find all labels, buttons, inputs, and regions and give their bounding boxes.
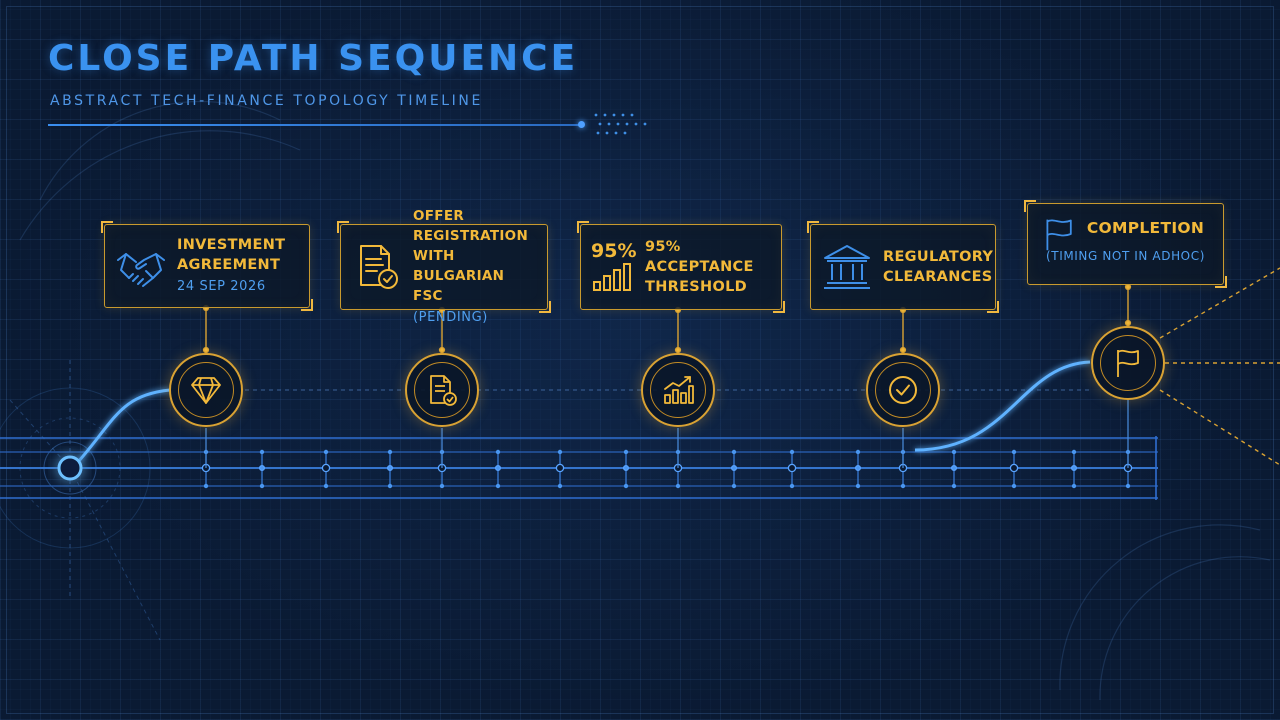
rail-dot xyxy=(387,483,393,489)
origin-node xyxy=(57,455,83,481)
flag-icon xyxy=(1117,349,1139,377)
rail-junction xyxy=(386,464,394,472)
rail-dot xyxy=(259,449,265,455)
rail-dot xyxy=(1071,483,1077,489)
rail-dot xyxy=(623,449,629,455)
milestone-node-1[interactable] xyxy=(169,353,243,427)
rail-junction xyxy=(950,464,958,472)
rail-dot xyxy=(1011,483,1017,489)
milestone-card-completion[interactable]: COMPLETION (TIMING NOT IN ADHOC) xyxy=(1024,200,1227,288)
milestone-node-4[interactable] xyxy=(866,353,940,427)
rail-dot xyxy=(495,449,501,455)
milestone-title-line: THRESHOLD xyxy=(645,279,747,295)
milestone-card-regulatory-clearances[interactable]: REGULATORY CLEARANCES xyxy=(807,221,999,313)
milestone-node-2[interactable] xyxy=(405,353,479,427)
rail-junction xyxy=(494,464,502,472)
title-underline-dot xyxy=(578,121,585,128)
rail-dot xyxy=(789,449,795,455)
rail-dot xyxy=(557,449,563,455)
milestone-card-offer-registration[interactable]: OFFER REGISTRATION WITH BULGARIAN FSC (P… xyxy=(337,208,551,325)
rail-dot xyxy=(900,483,906,489)
rail-dot xyxy=(203,483,209,489)
milestone-title-line: INVESTMENT xyxy=(177,237,286,253)
milestone-title-line: 95% ACCEPTANCE xyxy=(645,239,754,275)
rail-junction xyxy=(1009,463,1019,473)
rail-dot xyxy=(439,483,445,489)
diamond-icon xyxy=(191,377,221,404)
milestone-title-line: OFFER REGISTRATION xyxy=(413,208,529,244)
bar-chart-icon: 95% xyxy=(591,240,637,294)
page-subtitle: ABSTRACT TECH-FINANCE TOPOLOGY TIMELINE xyxy=(50,93,483,109)
decorative-arcs xyxy=(19,100,1271,701)
card-connectors xyxy=(202,283,1132,354)
document-check-icon xyxy=(360,245,398,289)
growth-chart-icon xyxy=(664,376,694,404)
rail-dot xyxy=(1071,449,1077,455)
rail-dot xyxy=(951,449,957,455)
completion-rays xyxy=(1159,267,1280,466)
rail-ticks xyxy=(201,449,1133,489)
bank-icon xyxy=(824,245,870,289)
rail-dot xyxy=(675,483,681,489)
rail-dot xyxy=(731,483,737,489)
rail-dot xyxy=(951,483,957,489)
check-circle-icon xyxy=(889,376,917,404)
rail-dot xyxy=(323,483,329,489)
page-title: CLOSE PATH SEQUENCE xyxy=(48,38,579,79)
milestone-card-acceptance-threshold[interactable]: 95% 95% ACCEPTANCE THRESHOLD xyxy=(577,221,785,313)
rail-junction xyxy=(321,463,331,473)
rail-junction xyxy=(622,464,630,472)
milestone-node-5[interactable] xyxy=(1091,326,1165,400)
rail-dot xyxy=(557,483,563,489)
rail-junction xyxy=(555,463,565,473)
rail-dot xyxy=(855,449,861,455)
title-dot-cluster xyxy=(594,113,647,135)
rail-junction xyxy=(730,464,738,472)
flow-curve-end xyxy=(914,360,1091,452)
milestone-card-investment-agreement[interactable]: INVESTMENT AGREEMENT 24 SEP 2026 xyxy=(101,221,313,311)
rail-dot xyxy=(623,483,629,489)
rail-dot xyxy=(259,483,265,489)
rail-dot xyxy=(1011,449,1017,455)
milestone-title-line: WITH BULGARIAN FSC xyxy=(413,248,505,304)
milestone-title-line: COMPLETION xyxy=(1086,219,1205,237)
rail-dot xyxy=(387,449,393,455)
rail-junction xyxy=(787,463,797,473)
rail-junction xyxy=(854,464,862,472)
milestone-timing-note: (TIMING NOT IN ADHOC) xyxy=(1045,249,1205,263)
title-underline xyxy=(48,124,582,126)
rail-dot xyxy=(1125,483,1131,489)
flow-curve-start xyxy=(76,388,171,463)
timeline-rails xyxy=(0,389,1158,500)
milestone-node-3[interactable] xyxy=(641,353,715,427)
milestone-status: (PENDING) xyxy=(413,310,488,325)
rail-dot xyxy=(789,483,795,489)
outer-frame xyxy=(6,6,1274,714)
milestone-title-line: AGREEMENT xyxy=(177,257,281,273)
rail-junction xyxy=(1070,464,1078,472)
rail-junction xyxy=(258,464,266,472)
rail-dot xyxy=(323,449,329,455)
milestone-title-line: CLEARANCES xyxy=(883,269,993,285)
rail-dot xyxy=(855,483,861,489)
rail-dot xyxy=(731,449,737,455)
node-drop-lines xyxy=(205,400,1129,468)
threshold-percent: 95% xyxy=(591,240,637,262)
milestone-date: 24 SEP 2026 xyxy=(177,279,266,294)
flag-icon xyxy=(1046,219,1072,251)
rail-dot xyxy=(495,483,501,489)
handshake-icon xyxy=(117,253,165,287)
document-check-icon xyxy=(430,375,457,406)
milestone-title-line: REGULATORY xyxy=(883,249,994,265)
